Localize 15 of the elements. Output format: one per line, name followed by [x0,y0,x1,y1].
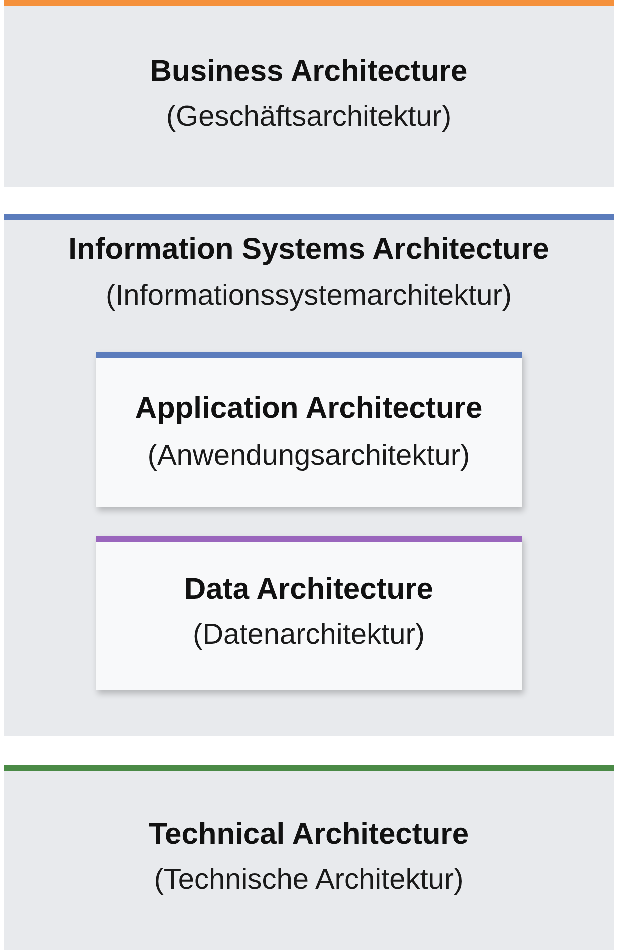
layer-card [96,536,522,690]
layer-subtitle: (Technische Architektur) [153,864,465,898]
layer-card [96,352,522,507]
layer-title: Application Architecture [134,392,484,426]
layer-band [4,765,614,950]
layer-subtitle: (Geschäftsarchitektur) [165,101,453,134]
layer-band [4,214,614,736]
layer-title: Data Architecture [184,573,434,608]
layer-subtitle: (Informationssystemarchitektur) [104,280,514,314]
layer-band [4,0,614,187]
layer-subtitle: (Anwendungsarchitektur) [146,440,472,474]
layer-title: Technical Architecture [148,818,470,852]
layer-subtitle: (Datenarchitektur) [192,619,426,652]
layer-title: Information Systems Architecture [68,233,550,268]
layer-title: Business Architecture [149,55,469,90]
